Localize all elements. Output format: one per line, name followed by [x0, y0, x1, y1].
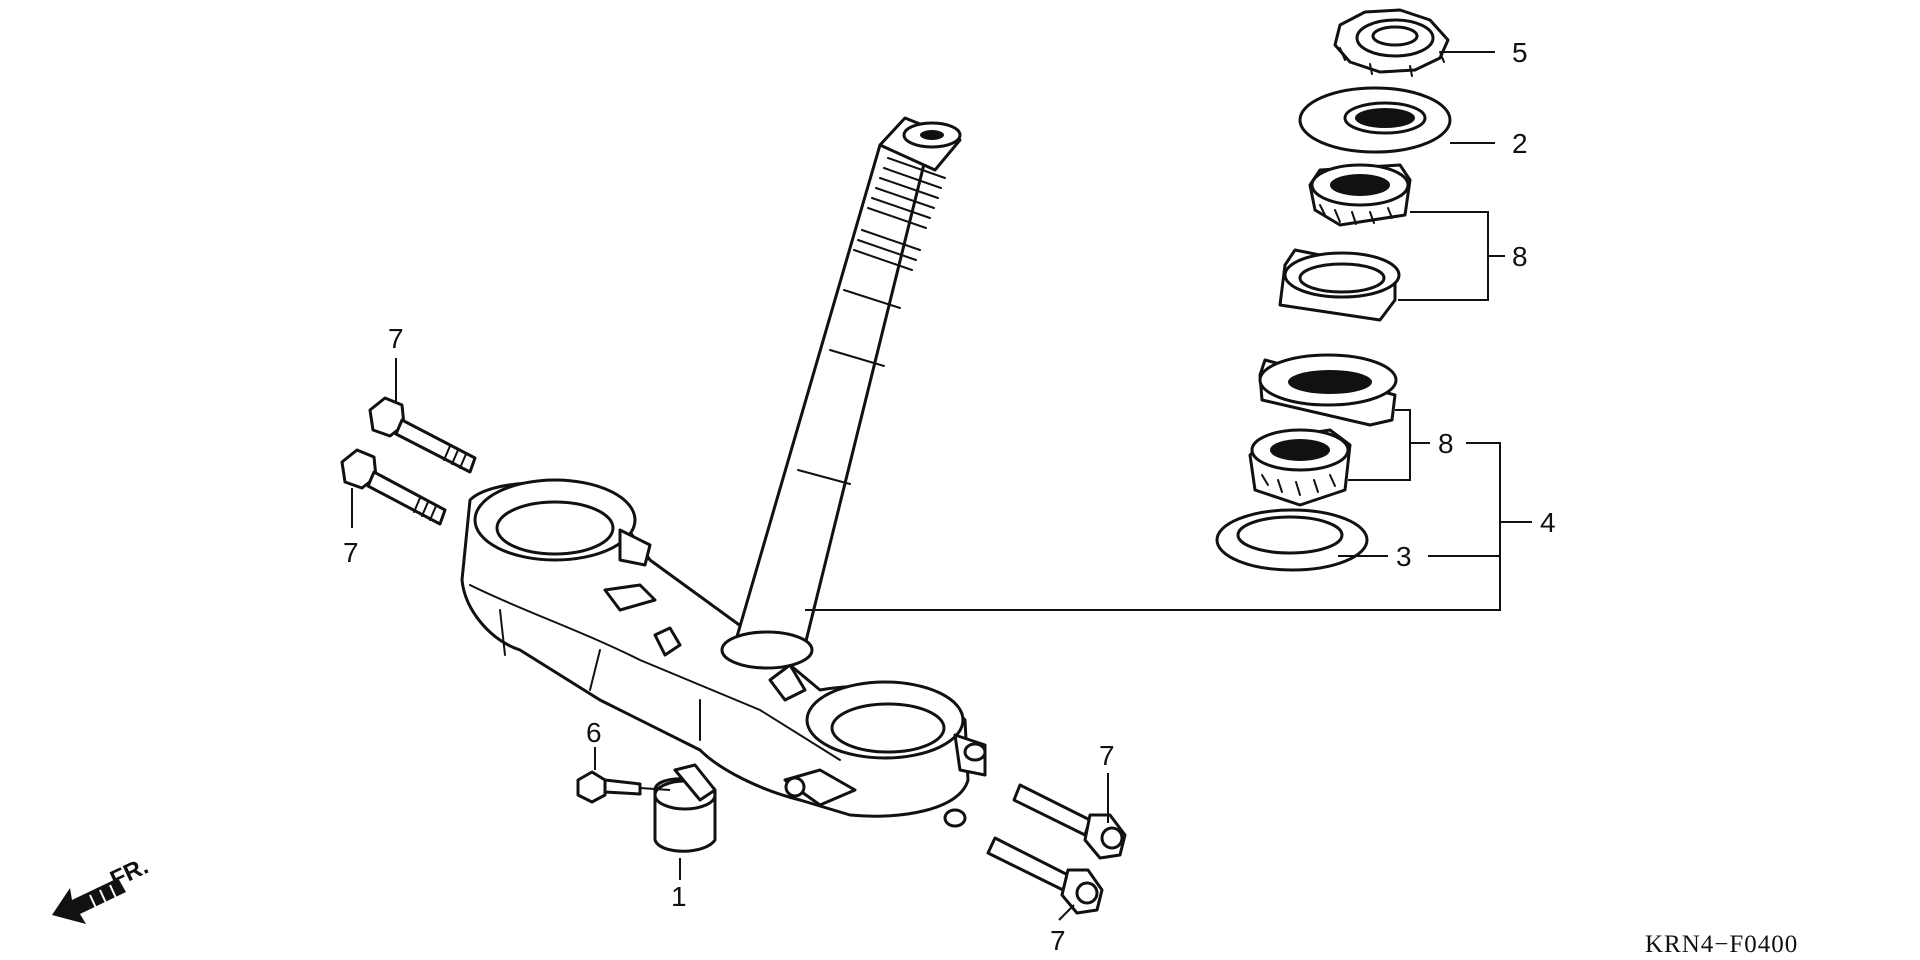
bolt-6 [576, 770, 642, 804]
dust-seal-3 [1215, 508, 1369, 572]
bolt-lower-left [340, 448, 447, 526]
callout-3: 3 [1396, 541, 1412, 572]
callout-1: 1 [671, 881, 687, 912]
callout-8-lower: 8 [1438, 428, 1454, 459]
callout-8-upper: 8 [1512, 241, 1528, 272]
leader-lines [351, 51, 1532, 921]
lock-nut-5 [1333, 8, 1450, 77]
bolt-right-upper [1012, 783, 1127, 860]
clamp-1 [653, 763, 717, 853]
callout-2: 2 [1512, 128, 1528, 159]
lower-race-8 [1258, 353, 1398, 427]
lower-bearing-8 [1248, 428, 1352, 507]
callout-7-right-lower: 7 [1050, 925, 1066, 956]
dust-seal-2 [1298, 86, 1452, 154]
callout-5: 5 [1512, 37, 1528, 68]
upper-bearing-8 [1308, 163, 1412, 227]
callout-7-lower-left: 7 [343, 537, 359, 568]
bolt-upper-left [368, 396, 477, 474]
callout-6: 6 [586, 717, 602, 748]
steering-stem [460, 116, 987, 828]
upper-race-8 [1278, 248, 1401, 322]
bolt-right-lower [986, 836, 1104, 915]
front-direction-arrow-icon [52, 878, 126, 924]
callout-7-upper-left: 7 [388, 323, 404, 354]
callout-4: 4 [1540, 507, 1556, 538]
callout-7-right-upper: 7 [1099, 740, 1115, 771]
diagram-code: KRN4−F0400 [1645, 931, 1798, 958]
